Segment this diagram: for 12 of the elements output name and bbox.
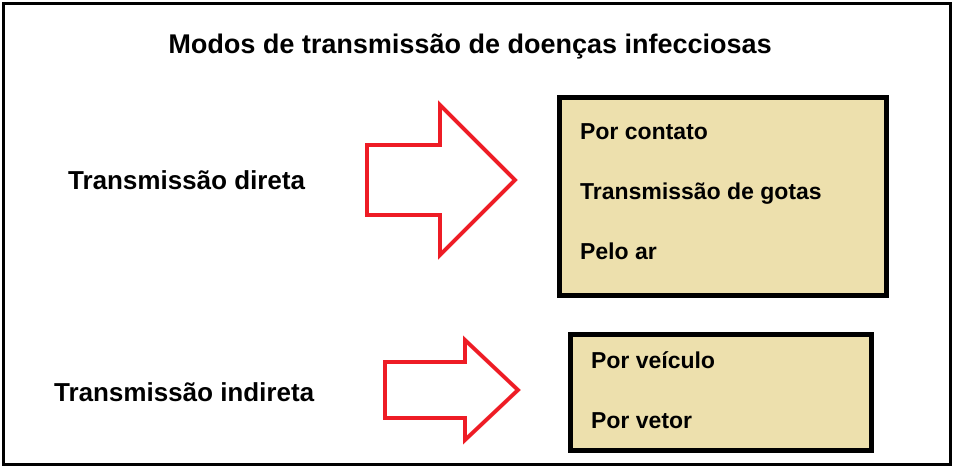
list-item: Transmissão de gotas — [580, 178, 823, 204]
category-label: Transmissão indireta — [54, 372, 380, 412]
block-arrow — [365, 100, 518, 260]
block-arrow — [383, 335, 521, 445]
list-box — [568, 332, 874, 453]
category-label: Transmissão direta — [68, 160, 362, 200]
list-item: Por contato — [580, 118, 709, 144]
list-item: Por veículo — [591, 347, 716, 373]
list-box — [557, 95, 889, 298]
list-item: Pelo ar — [580, 238, 658, 264]
title: Modos de transmissão de doenças infecciosas — [167, 28, 773, 61]
list-item: Por vetor — [591, 407, 693, 433]
